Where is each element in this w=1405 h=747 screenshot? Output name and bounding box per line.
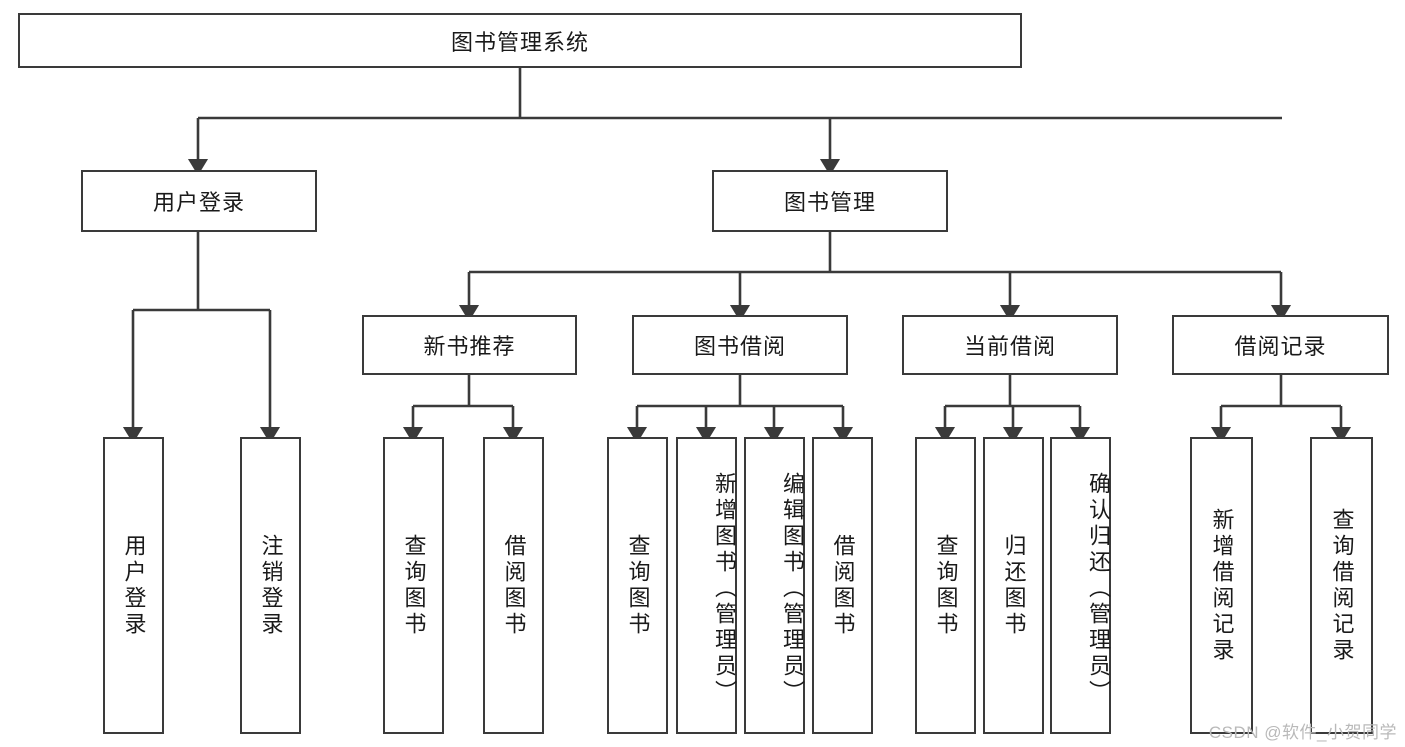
node-leaf-query-book-1[interactable]: 查询图书	[383, 437, 444, 734]
node-borrow-record[interactable]: 借阅记录	[1172, 315, 1389, 375]
node-leaf-query-book-3-label: 查询图书	[933, 533, 959, 638]
node-leaf-borrow-book-2[interactable]: 借阅图书	[812, 437, 873, 734]
node-root-label: 图书管理系统	[450, 29, 589, 55]
node-book-borrow-label: 图书借阅	[693, 334, 786, 359]
node-book-borrow[interactable]: 图书借阅	[632, 315, 848, 375]
node-borrow-record-label: 借阅记录	[1234, 334, 1327, 359]
node-user-login[interactable]: 用户登录	[81, 170, 317, 232]
node-leaf-add-book-label: 新增图书（管理员）	[712, 471, 737, 706]
node-leaf-query-record[interactable]: 查询借阅记录	[1310, 437, 1373, 734]
node-leaf-query-record-label: 查询借阅记录	[1329, 507, 1355, 664]
node-book-manage[interactable]: 图书管理	[712, 170, 948, 232]
node-current-borrow-label: 当前借阅	[963, 334, 1056, 359]
node-leaf-return-book-label: 归还图书	[1001, 533, 1027, 638]
node-user-login-label: 用户登录	[152, 190, 245, 215]
node-leaf-user-logout-label: 注销登录	[258, 533, 284, 638]
node-leaf-borrow-book-1-label: 借阅图书	[501, 533, 527, 638]
node-leaf-borrow-book-2-label: 借阅图书	[830, 533, 856, 638]
node-leaf-return-book[interactable]: 归还图书	[983, 437, 1044, 734]
node-leaf-user-login[interactable]: 用户登录	[103, 437, 164, 734]
node-leaf-query-book-1-label: 查询图书	[401, 533, 427, 638]
node-leaf-add-book[interactable]: 新增图书（管理员）	[676, 437, 737, 734]
node-current-borrow[interactable]: 当前借阅	[902, 315, 1118, 375]
node-root[interactable]: 图书管理系统	[18, 13, 1022, 68]
node-leaf-user-logout[interactable]: 注销登录	[240, 437, 301, 734]
node-leaf-add-record[interactable]: 新增借阅记录	[1190, 437, 1253, 734]
node-leaf-confirm-return-label: 确认归还（管理员）	[1086, 471, 1111, 706]
node-leaf-user-login-label: 用户登录	[121, 533, 147, 638]
node-new-book-rec[interactable]: 新书推荐	[362, 315, 577, 375]
node-leaf-add-record-label: 新增借阅记录	[1209, 507, 1235, 664]
node-book-manage-label: 图书管理	[783, 190, 876, 215]
node-leaf-query-book-2[interactable]: 查询图书	[607, 437, 668, 734]
node-leaf-borrow-book-1[interactable]: 借阅图书	[483, 437, 544, 734]
node-leaf-edit-book[interactable]: 编辑图书（管理员）	[744, 437, 805, 734]
node-leaf-confirm-return[interactable]: 确认归还（管理员）	[1050, 437, 1111, 734]
node-leaf-edit-book-label: 编辑图书（管理员）	[780, 471, 805, 706]
node-new-book-rec-label: 新书推荐	[423, 334, 516, 359]
node-leaf-query-book-2-label: 查询图书	[625, 533, 651, 638]
node-leaf-query-book-3[interactable]: 查询图书	[915, 437, 976, 734]
